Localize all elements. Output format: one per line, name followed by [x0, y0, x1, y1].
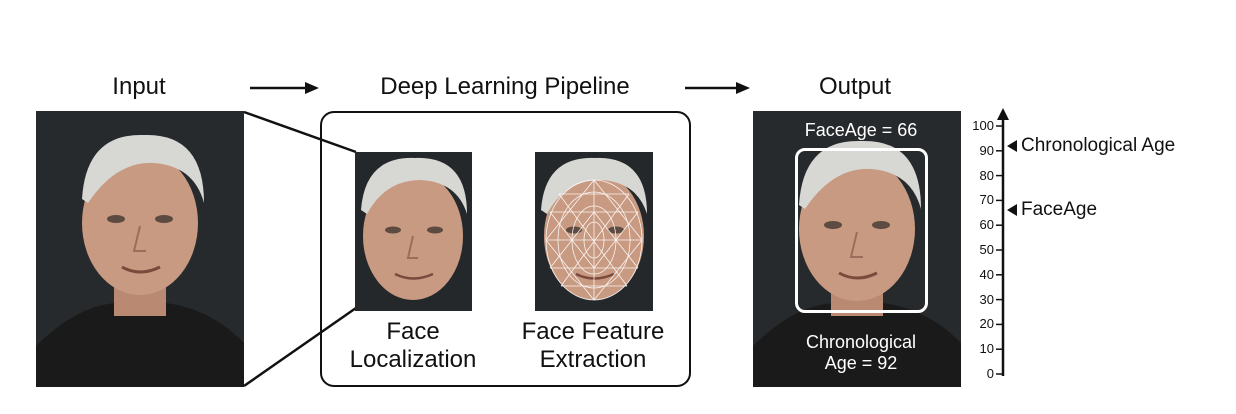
chronological-age-text: Chronological Age = 92 — [775, 332, 947, 374]
pipeline-heading: Deep Learning Pipeline — [380, 73, 630, 100]
scale-tick-label: 0 — [986, 366, 994, 381]
arrow-right-icon — [685, 82, 750, 94]
scale-tick-label: 30 — [979, 291, 994, 307]
scale-tick-label: 50 — [979, 242, 994, 257]
arrow-right-icon — [250, 82, 319, 94]
age-scale-axis — [996, 108, 1009, 376]
output-heading: Output — [818, 73, 892, 100]
face-localization-caption-line2: Localization — [349, 346, 477, 373]
face-localization-caption-line1: Face — [386, 318, 440, 345]
pipeline-box — [320, 111, 691, 387]
scale-tick-label: 70 — [979, 192, 994, 208]
faceage-label: FaceAge — [1021, 199, 1098, 221]
scale-tick-label: 40 — [979, 266, 994, 282]
chronological-age-label: Chronological Age — [1021, 134, 1176, 156]
chronological-age-marker-icon — [1007, 139, 1017, 152]
chronological-age-line1: Chronological — [805, 332, 917, 352]
scale-tick-label: 90 — [979, 142, 994, 158]
chronological-age-line2: Age = 92 — [824, 353, 898, 373]
faceage-result-text: FaceAge = 66 — [804, 120, 918, 140]
input-portrait-image — [36, 111, 244, 387]
scale-tick-label: 10 — [979, 341, 994, 357]
face-localization-image — [355, 152, 472, 311]
faceage-marker-icon — [1007, 204, 1017, 217]
face-feature-caption-line2: Extraction — [539, 346, 647, 373]
face-feature-mesh-image — [535, 152, 653, 311]
scale-tick-label: 100 — [972, 118, 994, 133]
scale-tick-label: 80 — [979, 167, 994, 183]
face-feature-caption: Face Feature Extraction — [505, 318, 681, 374]
scale-tick-label: 60 — [979, 217, 994, 233]
face-localization-caption: Face Localization — [333, 318, 493, 374]
input-heading: Input — [112, 73, 166, 100]
zoom-connector-lines — [243, 110, 357, 388]
scale-tick-label: 20 — [979, 316, 994, 332]
face-feature-caption-line1: Face Feature — [521, 318, 665, 345]
detected-face-box — [795, 148, 928, 313]
